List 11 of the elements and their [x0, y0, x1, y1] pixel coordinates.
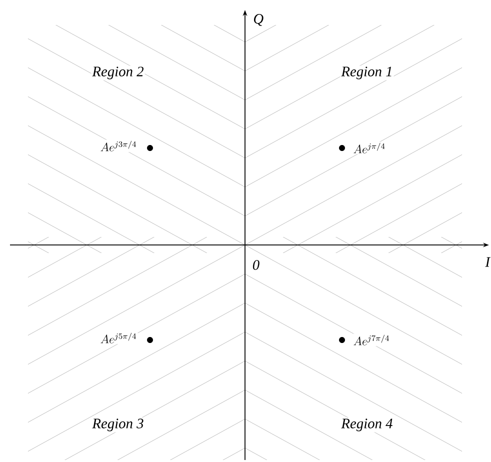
- point-label: $Ae^{j3\pi/4}$: [99, 140, 138, 152]
- region-label: Region 2: [91, 66, 145, 80]
- axis-label: Q: [252, 13, 265, 27]
- point-label: $Ae^{j5\pi/4}$: [99, 332, 138, 344]
- point-label: $Ae^{j7\pi/4}$: [352, 334, 391, 346]
- point-label: $Ae^{j\pi/4}$: [352, 142, 387, 154]
- region-label: Region 4: [340, 418, 394, 432]
- region-label: Region 1: [340, 66, 394, 80]
- axis-label: 0: [251, 259, 261, 271]
- region-label: Region 3: [91, 418, 145, 432]
- axis-label: I: [484, 256, 491, 268]
